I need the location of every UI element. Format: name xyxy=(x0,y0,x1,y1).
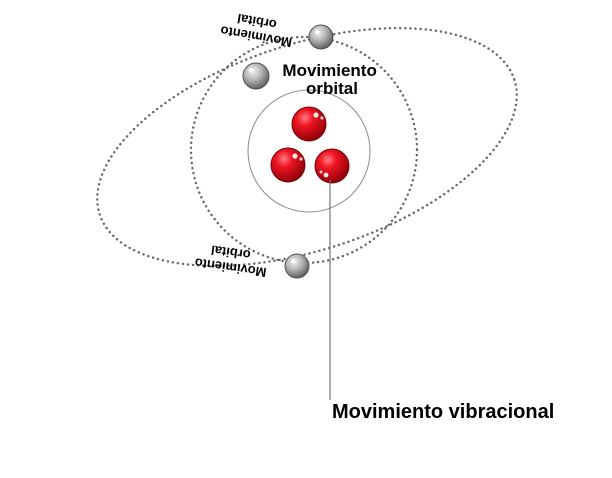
orbital-label-mirrored-bottom-line2: orbital xyxy=(210,242,251,262)
electron-top-right xyxy=(308,24,334,50)
nucleus-particle-right xyxy=(314,148,350,184)
electron-left xyxy=(242,62,270,90)
orbital-label-line2: orbital xyxy=(306,79,358,98)
orbital-label: Movimiento orbital xyxy=(282,61,381,98)
orbit-elliptical xyxy=(96,26,518,268)
orbital-label-mirrored-top: Movimiento orbital xyxy=(216,8,296,51)
orbital-label-mirrored-top-line2: orbital xyxy=(236,11,278,33)
nucleus-particle-top xyxy=(291,106,327,142)
electron-bottom xyxy=(284,253,310,279)
orbital-label-mirrored-bottom: Movimiento orbital xyxy=(190,240,269,280)
orbital-label-line1: Movimiento xyxy=(282,61,376,80)
vibrational-label: Movimiento vibracional xyxy=(332,401,554,423)
nucleus-particles xyxy=(270,106,350,184)
nucleus-particle-left xyxy=(270,147,306,183)
